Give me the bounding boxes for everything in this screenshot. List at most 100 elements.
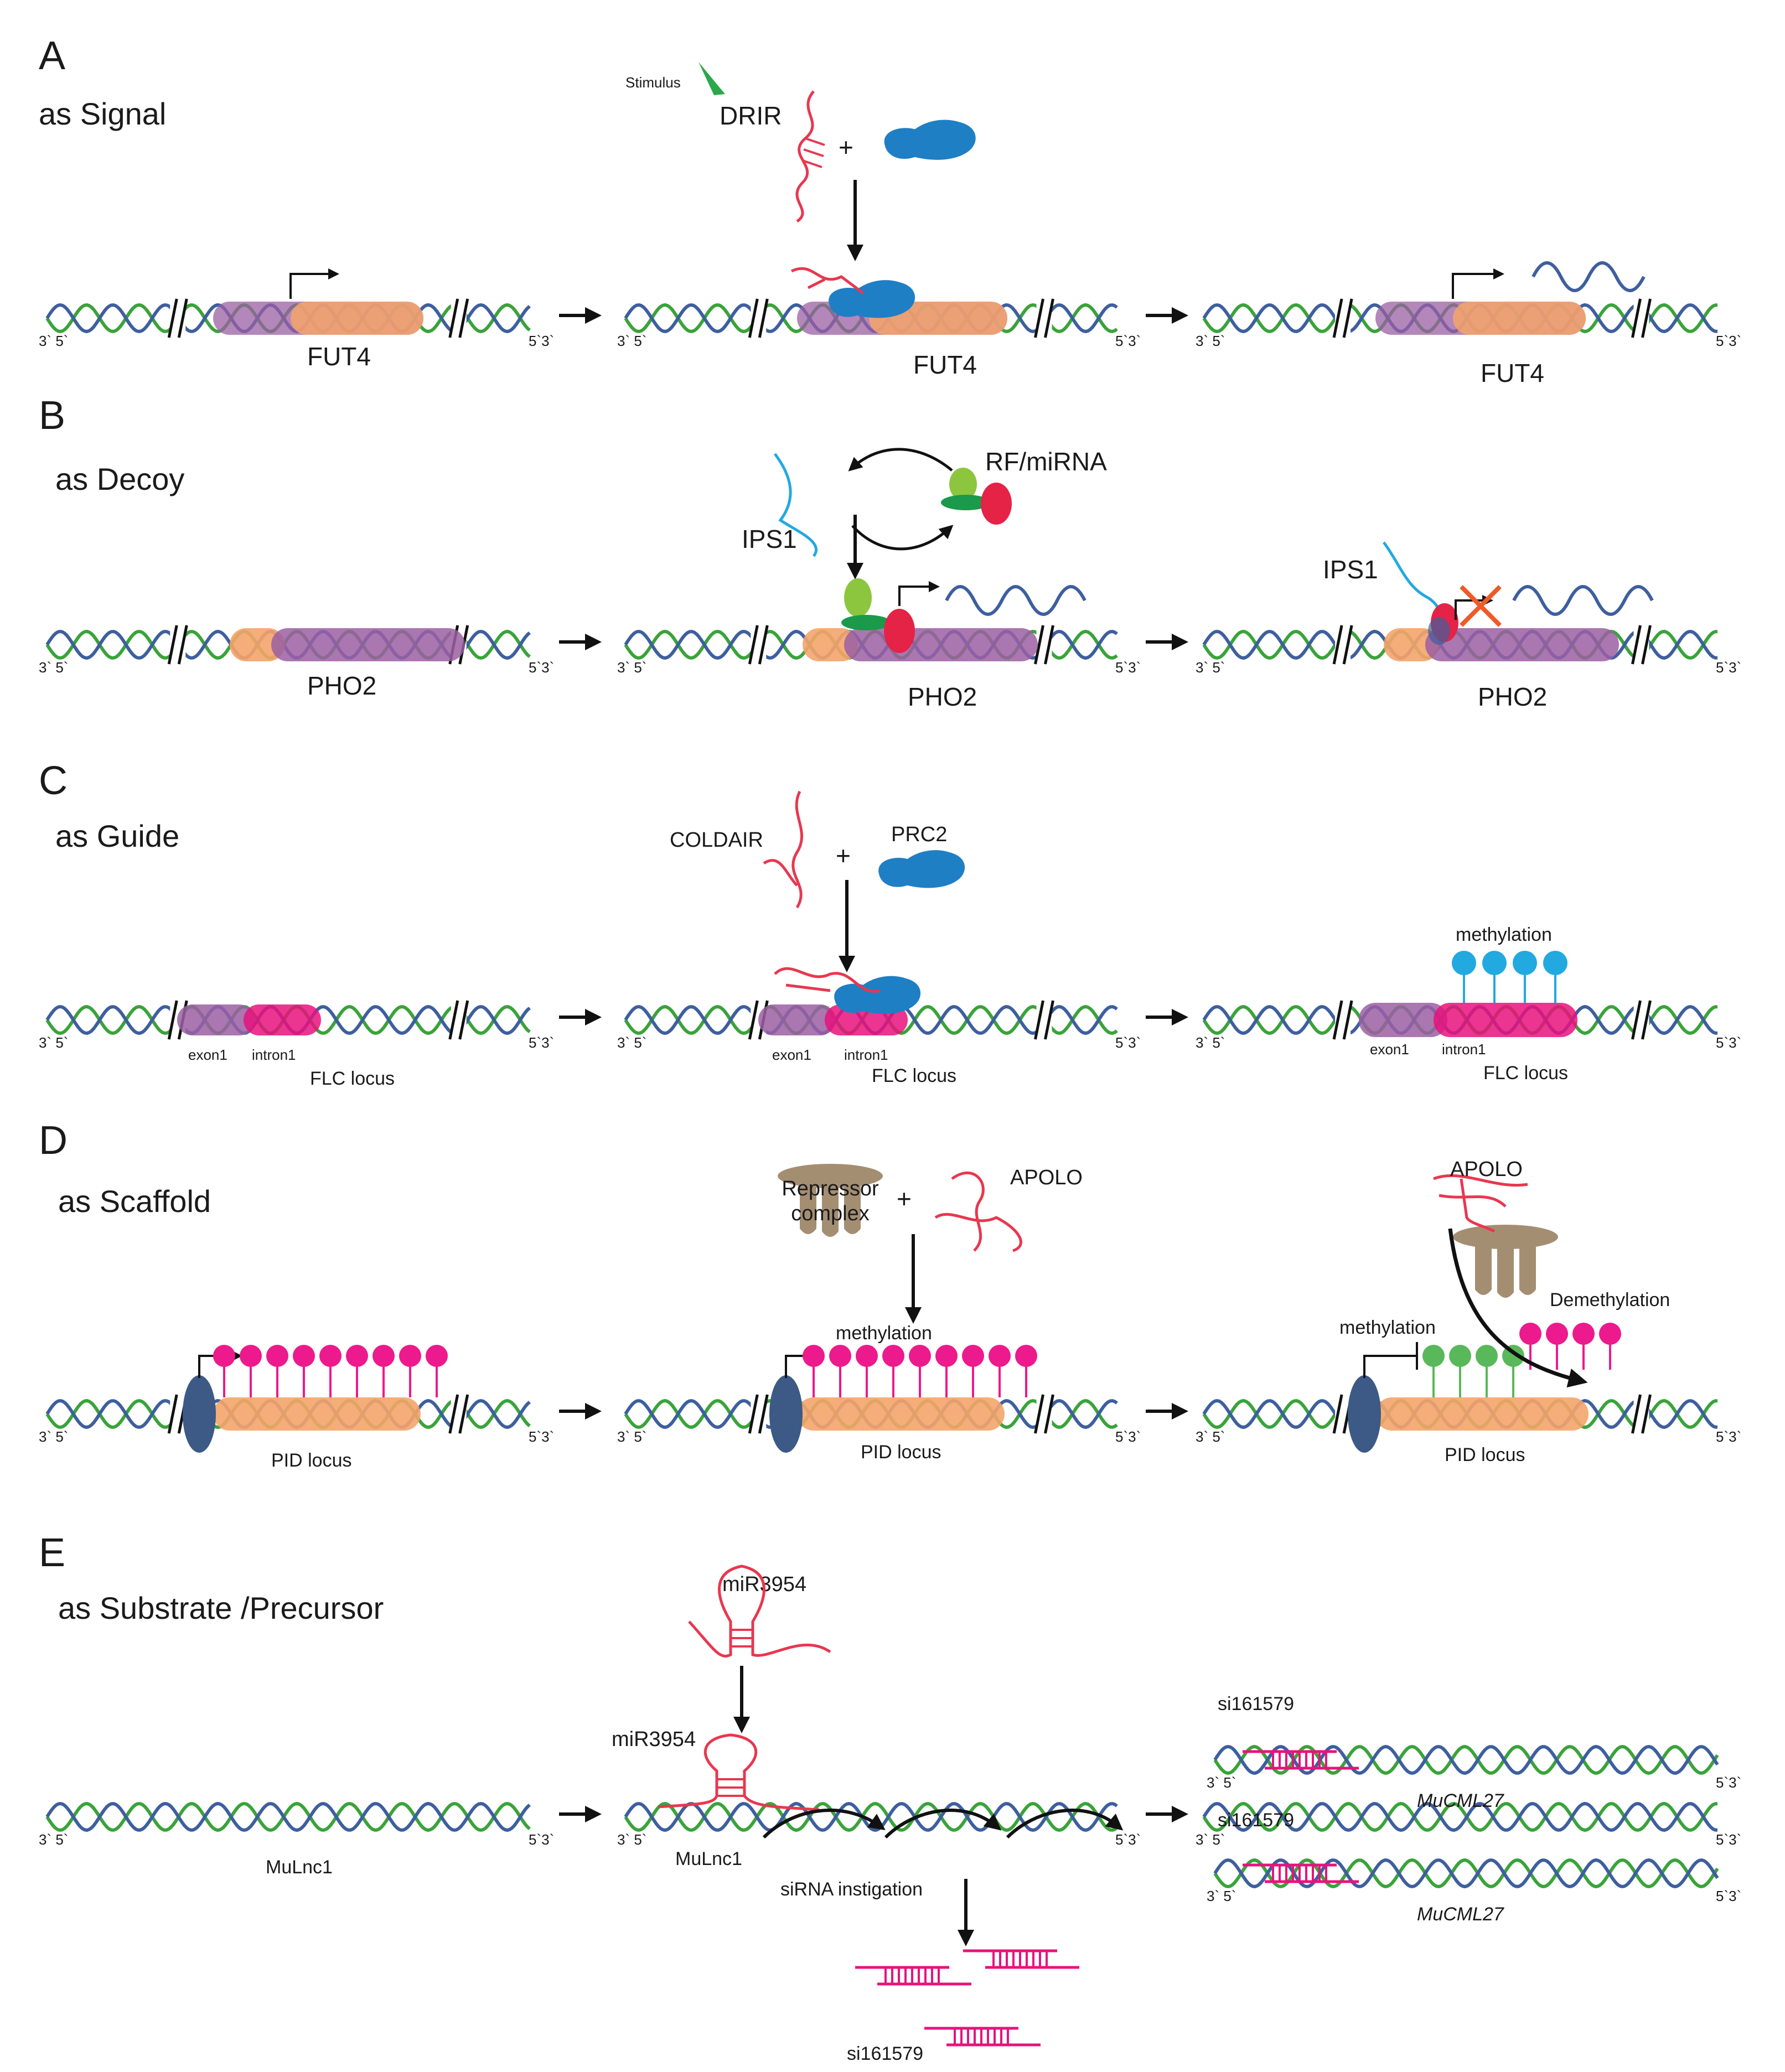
strand-end-label: 3` 5`: [39, 1428, 68, 1445]
sirna-label: si161579: [847, 2043, 923, 2064]
methyl-pin-icon: [346, 1345, 368, 1367]
protein-bound-icon: [829, 280, 915, 318]
panel-c-plus: +: [836, 841, 851, 870]
strand-end-label: 5`3`: [1716, 1034, 1741, 1051]
curved-arrow: [884, 1809, 1002, 1839]
stimulus-icon: [699, 62, 725, 95]
ips1-label: IPS1: [1323, 555, 1378, 584]
panel-b-title: as Decoy: [55, 462, 184, 496]
strand-end-label: 5`3`: [1115, 659, 1141, 676]
strand-end-label: 3` 5`: [39, 1034, 68, 1051]
exon-label: exon1: [772, 1047, 811, 1063]
drir-rna-icon: [795, 90, 815, 223]
blocked-tss-icon: [1363, 1355, 1417, 1378]
curved-arrow: [1006, 1809, 1124, 1839]
panel-a: 3` 5`5`3`3` 5`5`3`3` 5`5`3`A as Signal S…: [39, 34, 1741, 387]
sirna-duplex-icon: [1243, 1863, 1359, 1883]
methyl-pin-icon: [935, 1345, 958, 1367]
transcript-wave-icon: [1532, 261, 1646, 292]
strand-end-label: 5`3`: [1115, 1831, 1141, 1848]
exon-label: exon1: [188, 1047, 227, 1063]
break-mark-icon: [748, 1000, 759, 1040]
break-mark-icon: [167, 625, 178, 665]
panel-b-letter: B: [39, 393, 65, 438]
break-mark-icon: [748, 1394, 759, 1434]
rf-icon: [949, 468, 977, 501]
panel-a-title: as Signal: [39, 96, 166, 131]
strand-end-label: 3` 5`: [617, 1428, 646, 1445]
drir-bound-icon: [790, 267, 865, 294]
strand-end-label: 5`3`: [1115, 1034, 1141, 1051]
strand-end-label: 3` 5`: [39, 1831, 68, 1848]
ips1-rna-icon: [773, 453, 818, 557]
strand-end-label: 3` 5`: [1196, 333, 1225, 349]
curved-arrow: [851, 525, 954, 551]
methylation-marks: [1422, 1345, 1524, 1397]
prc2-label: PRC2: [891, 823, 947, 846]
methyl-pin-icon: [399, 1345, 421, 1367]
strand-end-label: 5`3`: [529, 1831, 554, 1848]
break-mark-icon: [748, 625, 759, 665]
methyl-pin-icon: [1546, 1323, 1568, 1345]
sirna-instigation-label: siRNA instigation: [780, 1879, 923, 1900]
methyl-pin-icon: [1519, 1323, 1541, 1345]
break-mark-icon: [1332, 298, 1343, 338]
panel-e-letter: E: [39, 1531, 65, 1575]
break-mark-icon: [1332, 1394, 1343, 1434]
panel-e-title: as Substrate /Precursor: [58, 1591, 384, 1625]
transcript-wave-icon: [1512, 585, 1654, 616]
strand-end-label: 3` 5`: [1196, 659, 1225, 676]
strand-end-label: 3` 5`: [1207, 1774, 1236, 1791]
lnc-label: MuLnc1: [266, 1857, 333, 1878]
strand-end-label: 3` 5`: [1196, 1831, 1225, 1848]
curved-arrow: [762, 1809, 886, 1839]
panel-a-plus: +: [839, 133, 853, 162]
methylation-marks: [213, 1345, 448, 1397]
methyl-pin-icon: [882, 1345, 904, 1367]
strand-end-label: 5`3`: [1716, 1428, 1741, 1445]
strand-end-label: 3` 5`: [617, 659, 646, 676]
navy-factor-icon: [769, 1375, 803, 1453]
sirna-duplex-icon: [1243, 1750, 1359, 1770]
strand-end-label: 5`3`: [1716, 1774, 1741, 1791]
methyl-pin-icon: [803, 1345, 825, 1367]
block-x-icon: [1460, 585, 1502, 627]
tss-arrow-icon: [1452, 268, 1504, 299]
sirna-label: si161579: [1218, 1693, 1294, 1714]
mirna-label: miR3954: [612, 1728, 696, 1751]
panel-c: 3` 5`5`3`3` 5`5`3`3` 5`5`3`C as Guide CO…: [39, 759, 1741, 1089]
navy-factor-icon: [183, 1375, 216, 1453]
methyl-pin-icon: [1599, 1323, 1621, 1345]
methyl-pin-icon: [856, 1345, 878, 1367]
apolo-label: APOLO: [1010, 1166, 1083, 1189]
strand-end-label: 5`3`: [1716, 659, 1741, 676]
methyl-pin-icon: [909, 1345, 931, 1367]
transcript-wave-icon: [945, 585, 1086, 616]
curved-arrow: [848, 448, 953, 472]
break-mark-icon: [1034, 1000, 1044, 1040]
methyl-pin-icon: [1572, 1323, 1595, 1345]
methyl-pin-icon: [240, 1345, 262, 1367]
drir-label: DRIR: [720, 101, 782, 130]
panel-d-plus: +: [897, 1184, 912, 1213]
break-mark-icon: [448, 1394, 459, 1434]
break-mark-icon: [1034, 1394, 1044, 1434]
methyl-pin-icon: [319, 1345, 342, 1367]
prc2-bound-icon: [834, 976, 921, 1014]
strand-end-label: 5`3`: [1716, 1831, 1741, 1848]
locus-label: FLC locus: [1483, 1063, 1568, 1084]
ips1-label: IPS1: [742, 525, 797, 553]
locus-label: PID locus: [1445, 1444, 1525, 1465]
methyl-pin-icon: [372, 1345, 395, 1367]
panel-d-title: as Scaffold: [58, 1184, 211, 1219]
gene-label: PHO2: [908, 682, 977, 711]
stimulus-label: Stimulus: [625, 74, 681, 91]
strand-end-label: 5`3`: [529, 659, 554, 676]
methylation-label: methylation: [836, 1323, 932, 1344]
methyl-pin-icon: [1015, 1345, 1037, 1367]
curved-arrow: [1448, 1228, 1588, 1388]
mirna-hairpin-icon: [688, 1565, 831, 1657]
sirna-label: si161579: [1218, 1810, 1294, 1831]
strand-end-label: 3` 5`: [39, 333, 68, 349]
break-mark-icon: [1034, 625, 1044, 665]
